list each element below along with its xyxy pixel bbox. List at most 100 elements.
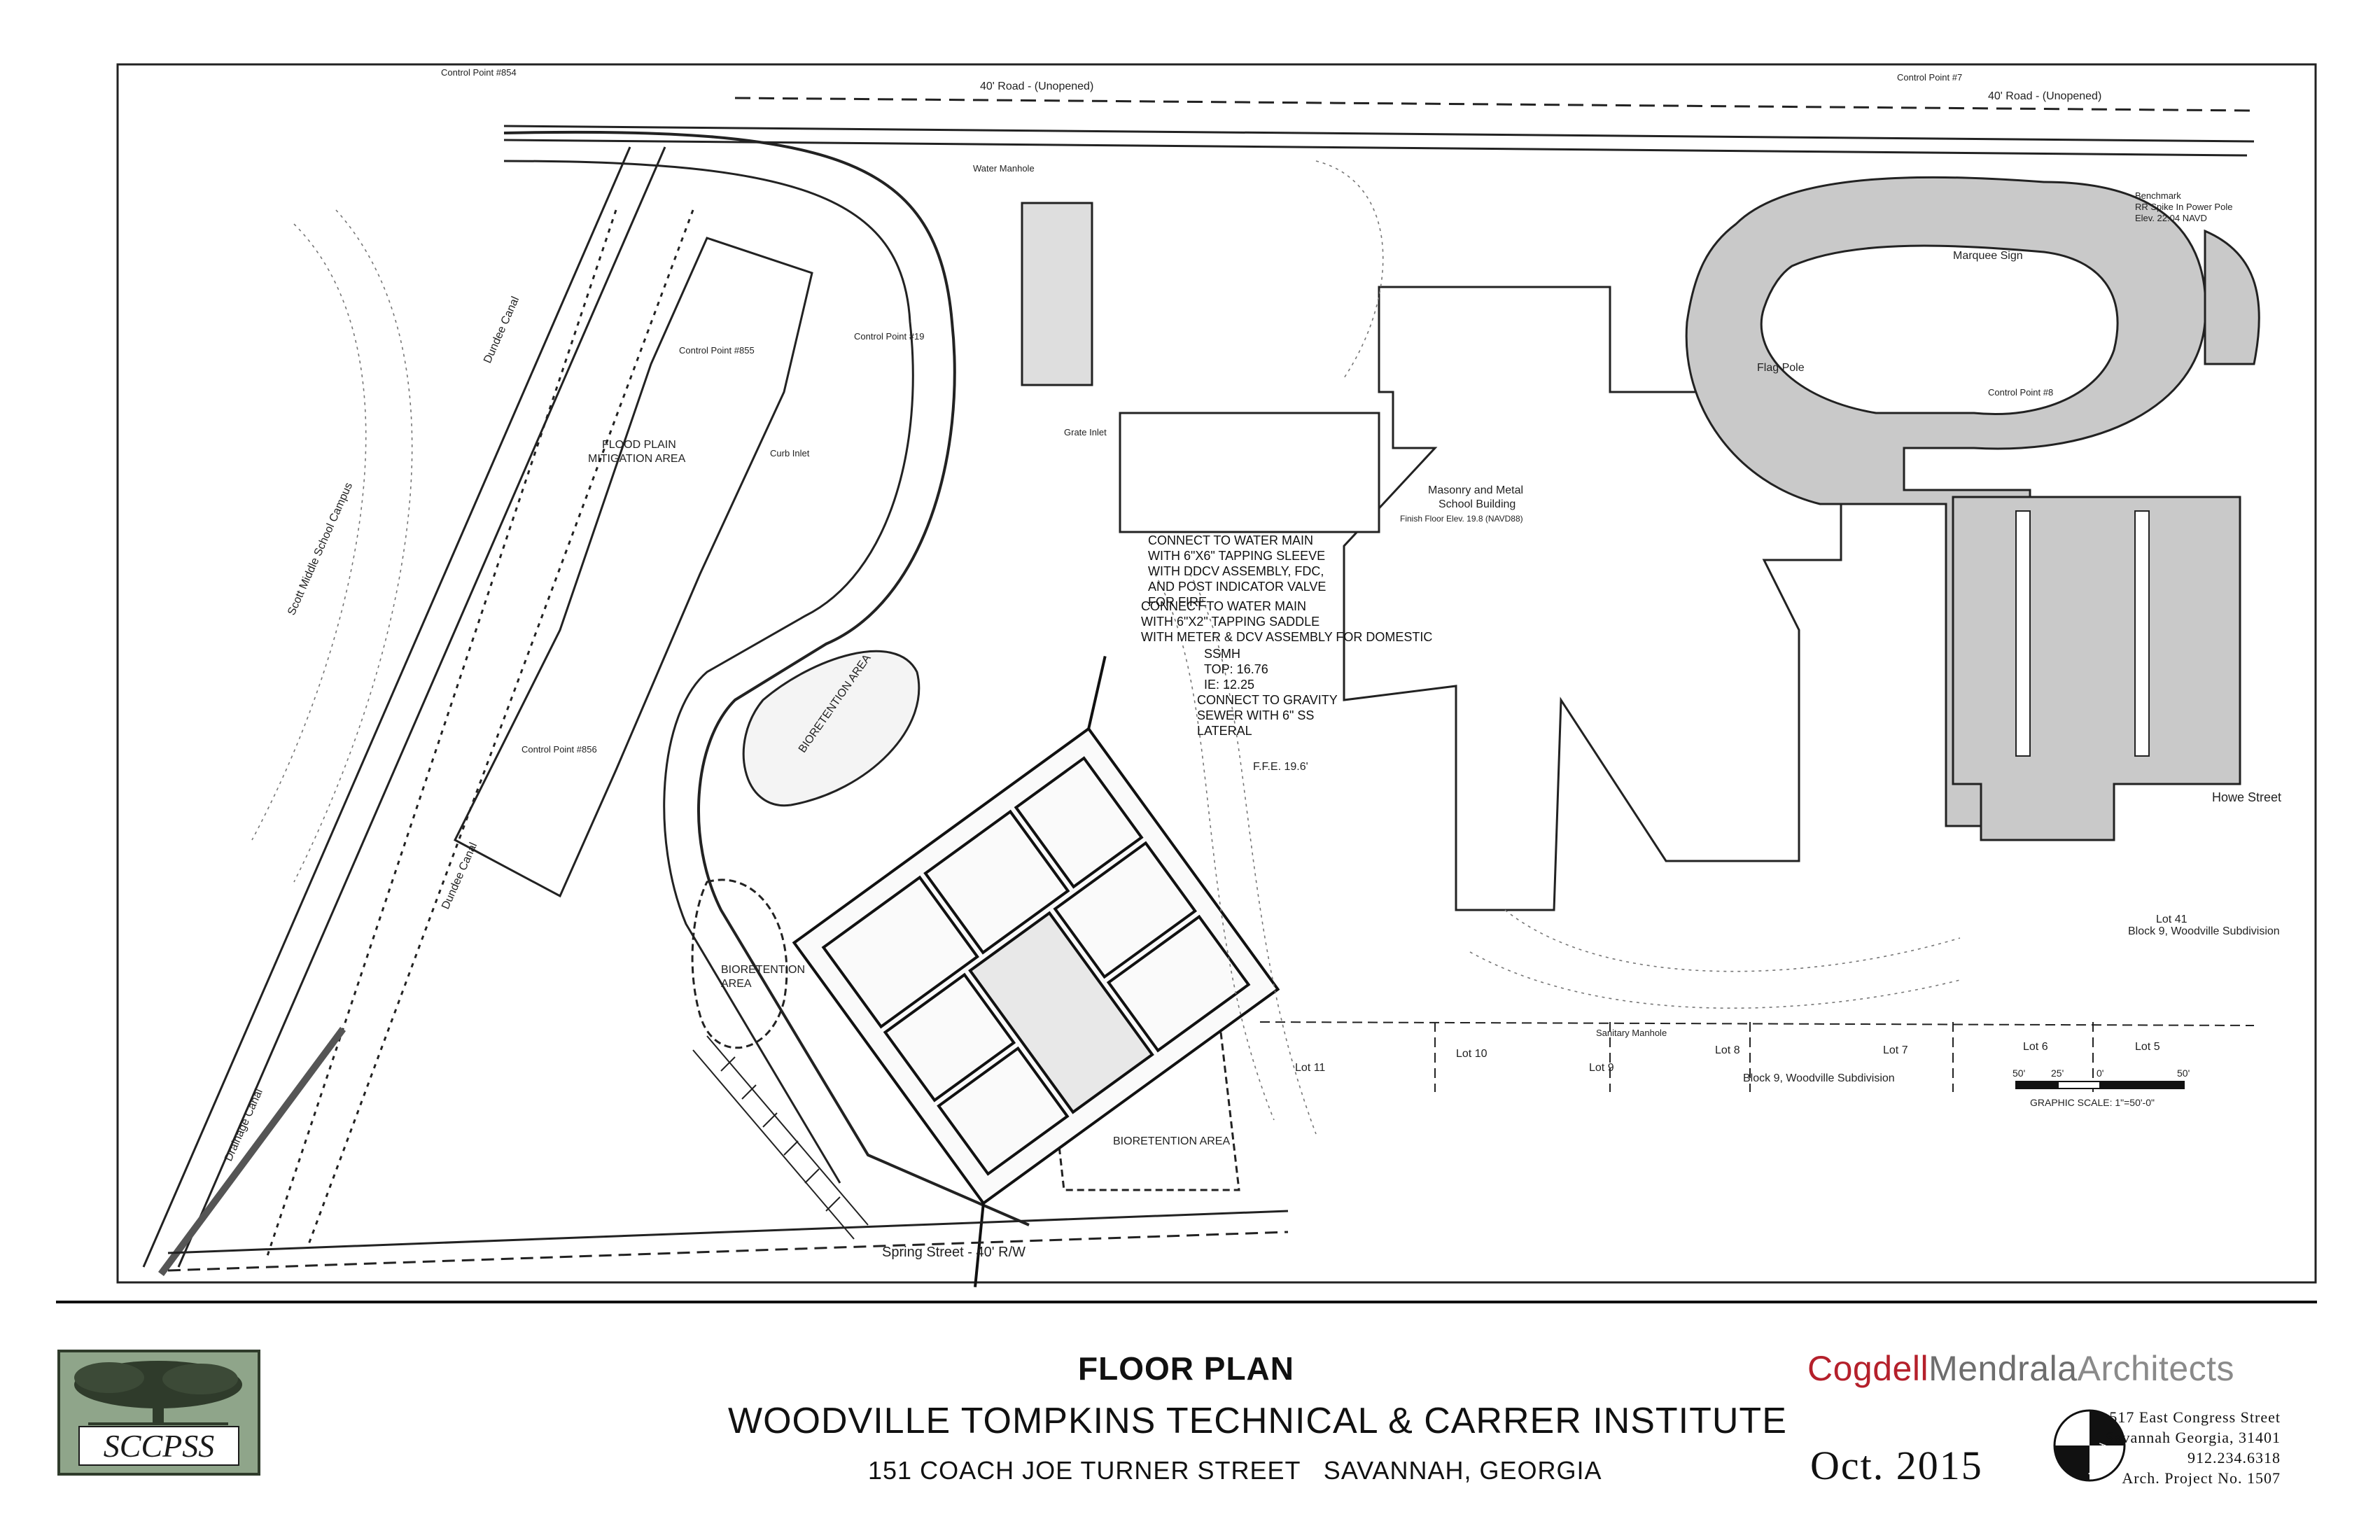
label-scale-50a: 50' [2012, 1068, 2025, 1079]
label-ffe: F.F.E. 19.6' [1253, 761, 1308, 773]
dundee-canal [142, 146, 694, 1276]
note-sewer-2: SEWER WITH 6" SS [1197, 708, 1314, 722]
label-graphic-scale: GRAPHIC SCALE: 1"=50'-0" [2030, 1097, 2155, 1108]
top-road [503, 97, 2255, 157]
label-existing-building-2: School Building [1438, 498, 1516, 510]
east-parking [1952, 496, 2241, 841]
sheet-title: FLOOR PLAN [1078, 1350, 1294, 1387]
note-ssmh-1: SSMH [1204, 647, 1240, 661]
note-water-dom-2: WITH 6"X2" TAPPING SADDLE [1141, 615, 1320, 629]
entry-drive [503, 130, 1030, 1226]
firm-phone: 912.234.6318 [2188, 1449, 2281, 1466]
label-sanitary-mh: Sanitary Manhole [1596, 1028, 1667, 1038]
sccpss-logo: SCCPSS [57, 1350, 260, 1476]
label-curb-inlet: Curb Inlet [770, 448, 810, 458]
label-control-854: Control Point #854 [441, 67, 517, 78]
firm-name: CogdellMendralaArchitects [1807, 1348, 2234, 1389]
sccpss-logo-text: SCCPSS [78, 1426, 239, 1466]
label-control-856: Control Point #856 [522, 744, 597, 755]
firm-name-part1: Cogdell [1807, 1349, 1929, 1388]
spring-street [167, 1210, 1289, 1272]
note-water-dom-1: CONNECT TO WATER MAIN [1141, 599, 1306, 613]
firm-address-city: Savannah Georgia, 31401 [2105, 1429, 2281, 1446]
label-block9: Block 9, Woodville Subdivision [1743, 1072, 1895, 1084]
sheet-date: Oct. 2015 [1810, 1443, 1983, 1488]
label-drainage-canal: Drainage Canal [223, 1087, 265, 1163]
site-labels: Masonry and Metal School Building Finish… [223, 67, 2281, 1260]
callout-notes: CONNECT TO WATER MAIN WITH 6"X6" TAPPING… [1141, 533, 1432, 738]
parking-stalls [692, 1035, 869, 1240]
label-bioretention-left-2: AREA [721, 978, 752, 990]
label-flood-plain-1: FLOOD PLAIN [602, 439, 676, 451]
sheet-border [116, 63, 2317, 1284]
label-benchmark-2: RR Spike In Power Pole [2135, 202, 2232, 212]
firm-name-part3: Architects [2077, 1349, 2235, 1388]
label-lot-9: Lot 9 [1589, 1062, 1614, 1074]
firm-address: 517 East Congress Street Savannah Georgi… [2106, 1407, 2281, 1488]
label-spring-street: Spring Street - 40' R/W [882, 1245, 1026, 1260]
bioretention-left [691, 878, 788, 1049]
new-building [792, 656, 1280, 1287]
label-bioretention-left-1: BIORETENTION [721, 964, 805, 976]
note-ssmh-2: TOP: 16.76 [1204, 662, 1268, 676]
project-name: WOODVILLE TOMPKINS TECHNICAL & CARRER IN… [728, 1401, 1787, 1441]
label-water-mh: Water Manhole [973, 163, 1035, 174]
label-existing-building-3: Finish Floor Elev. 19.8 (NAVD88) [1400, 514, 1523, 524]
label-scale-50b: 50' [2177, 1068, 2190, 1079]
oak-tree-icon [74, 1361, 242, 1425]
firm-name-part2: Mendrala [1928, 1349, 2078, 1388]
label-lot-7: Lot 7 [1883, 1044, 1908, 1056]
label-control-855: Control Point #855 [679, 345, 755, 356]
existing-school-wing [1119, 412, 1380, 533]
label-road-top-left: 40' Road - (Unopened) [980, 80, 1093, 92]
label-existing-building-1: Masonry and Metal [1428, 484, 1523, 496]
label-dundee-canal: Dundee Canal [482, 295, 522, 365]
label-lot-8: Lot 8 [1715, 1044, 1740, 1056]
speckled-walkway [1021, 202, 1093, 386]
note-water-fire-2: WITH 6"X6" TAPPING SLEEVE [1148, 549, 1325, 563]
note-sewer-1: CONNECT TO GRAVITY [1197, 693, 1338, 707]
flood-plain-outline [454, 237, 813, 898]
label-control-19: Control Point #19 [854, 331, 924, 342]
note-water-fire-5: FOR FIRE [1148, 595, 1207, 609]
lot-lines [1259, 1021, 2255, 1092]
label-scale-25: 25' [2051, 1068, 2064, 1079]
note-water-fire-1: CONNECT TO WATER MAIN [1148, 533, 1313, 547]
firm-address-street: 517 East Congress Street [2109, 1408, 2281, 1426]
label-control-7: Control Point #7 [1897, 72, 1962, 83]
contour-lines [251, 160, 1961, 1135]
label-grate-inlet: Grate Inlet [1064, 427, 1107, 438]
project-address: 151 COACH JOE TURNER STREET SAVANNAH, GE… [868, 1456, 1602, 1485]
bus-loop [742, 650, 920, 807]
label-lot-11: Lot 11 [1295, 1062, 1325, 1074]
note-water-fire-3: WITH DDCV ASSEMBLY, FDC, [1148, 564, 1324, 578]
note-sewer-3: LATERAL [1197, 724, 1252, 738]
label-lot-5: Lot 5 [2135, 1041, 2160, 1053]
label-lot-6: Lot 6 [2023, 1041, 2048, 1053]
label-block9-lot41: Block 9, Woodville Subdivision [2128, 925, 2280, 937]
label-howe-street: Howe Street [2212, 790, 2281, 804]
note-water-fire-4: AND POST INDICATOR VALVE [1148, 580, 1326, 594]
label-dundee-canal-2: Dundee Canal [440, 841, 479, 911]
label-lot-41: Lot 41 [2156, 913, 2188, 925]
label-bioretention-bottom: BIORETENTION AREA [1113, 1135, 1230, 1147]
label-flood-plain-2: MITIGATION AREA [588, 453, 686, 465]
label-scott-middle: Scott Middle School Campus [286, 481, 355, 617]
north-arrow-icon: NORTH [2053, 1409, 2126, 1482]
arch-project-no: Arch. Project No. 1507 [2122, 1469, 2281, 1487]
label-marquee: Marquee Sign [1953, 250, 2023, 262]
label-benchmark-3: Elev. 22.04 NAVD [2135, 213, 2207, 223]
label-control-8: Control Point #8 [1988, 387, 2053, 398]
note-water-dom-3: WITH METER & DCV ASSEMBLY FOR DOMESTIC [1141, 630, 1432, 644]
east-loop-road [2204, 229, 2260, 365]
label-benchmark-1: Benchmark [2135, 190, 2181, 201]
label-scale-0: 0' [2096, 1068, 2104, 1079]
label-road-top-right: 40' Road - (Unopened) [1988, 90, 2101, 102]
east-parking-islands [2015, 510, 2150, 757]
label-flag-pole: Flag Pole [1757, 362, 1805, 374]
entry-drive-inner [503, 160, 914, 1184]
label-lot-10: Lot 10 [1456, 1048, 1488, 1060]
graphic-scale [2015, 1081, 2185, 1089]
front-loop-island [1760, 244, 2119, 415]
